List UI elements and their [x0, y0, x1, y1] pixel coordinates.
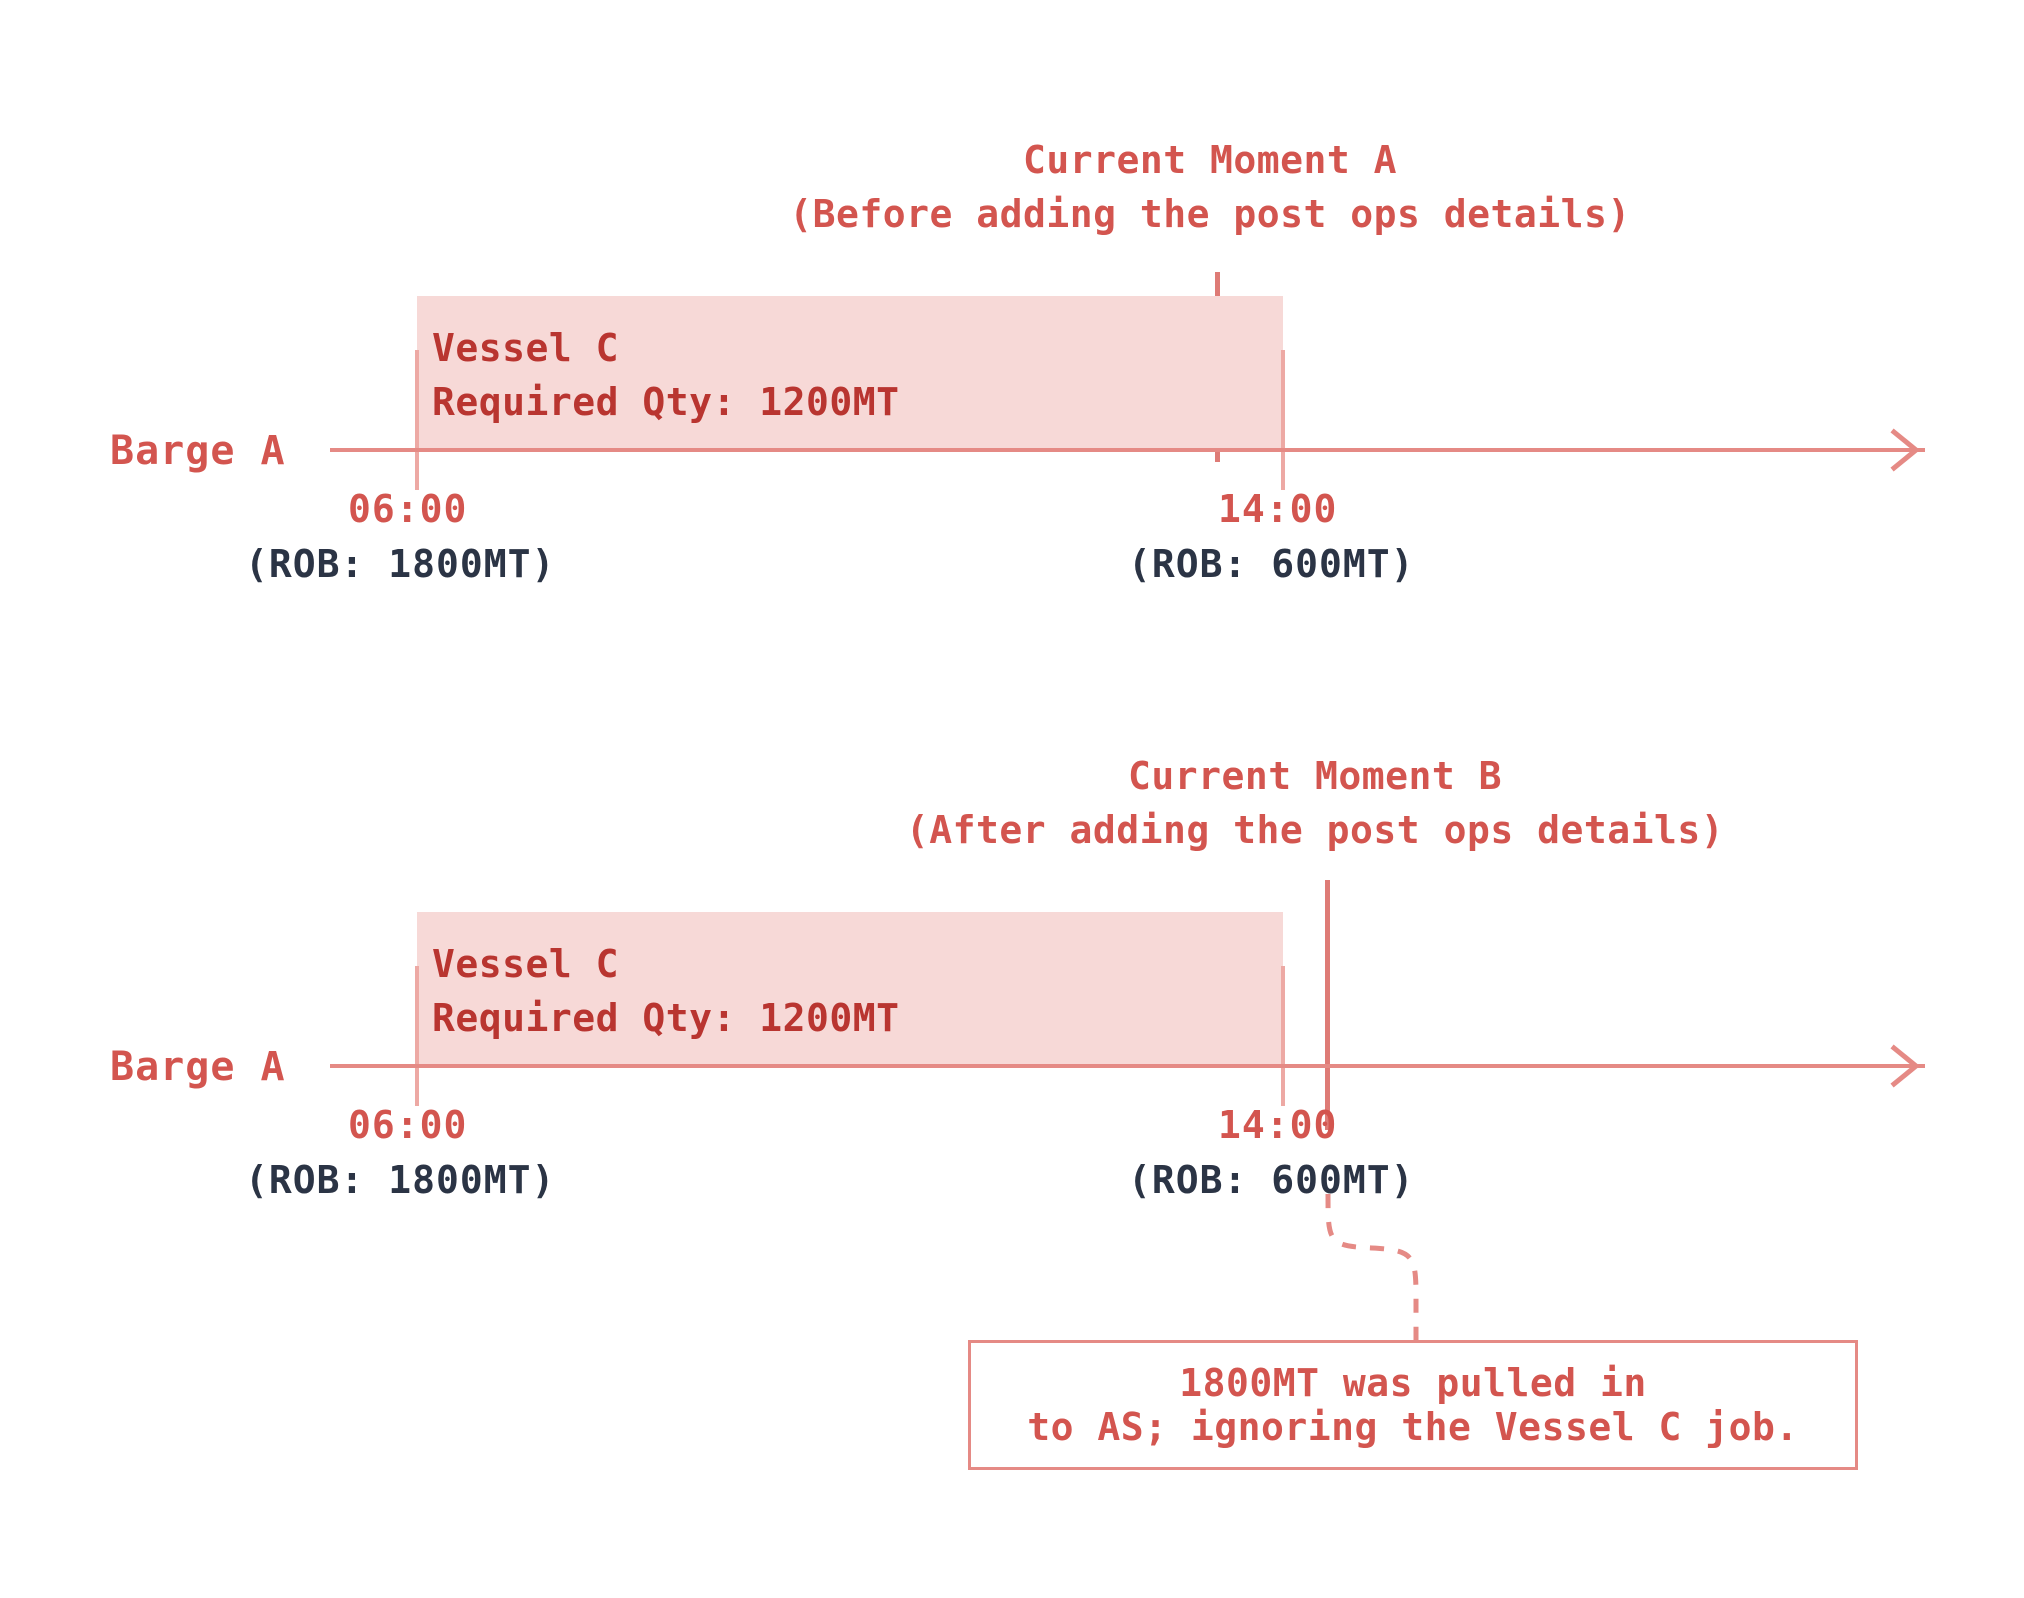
panel-b-time-end: 14:00	[1218, 1103, 1338, 1147]
panel-b-axis-arrow-icon	[1890, 1044, 1920, 1088]
panel-b-tick-start	[415, 966, 419, 1106]
panel-a-rob-end: (ROB: 600MT)	[1128, 542, 1415, 586]
panel-b-moment-subtitle: (After adding the post ops details)	[905, 808, 1725, 852]
panel-b-moment-title: Current Moment B	[1127, 754, 1503, 798]
panel-a-bar-required-qty: Required Qty: 1200MT	[432, 380, 900, 424]
panel-b-job-bar[interactable]	[417, 912, 1283, 1064]
panel-b-tick-end	[1281, 966, 1285, 1106]
panel-a-axis-label: Barge A	[110, 428, 286, 474]
panel-a-time-end: 14:00	[1218, 487, 1338, 531]
callout-box[interactable]: 1800MT was pulled in to AS; ignoring the…	[968, 1340, 1858, 1470]
panel-b-current-moment-line	[1325, 880, 1330, 1130]
panel-b-axis-label: Barge A	[110, 1044, 286, 1090]
panel-a-moment-subtitle: (Before adding the post ops details)	[789, 192, 1631, 236]
panel-a-bar-vessel: Vessel C	[432, 326, 620, 370]
panel-a-axis-arrow-icon	[1890, 428, 1920, 472]
panel-b-time-start: 06:00	[348, 1103, 468, 1147]
panel-a-time-start: 06:00	[348, 487, 468, 531]
panel-a-job-bar[interactable]	[417, 296, 1283, 448]
panel-a-axis-line	[330, 448, 1925, 452]
panel-b-rob-end: (ROB: 600MT)	[1128, 1158, 1415, 1202]
panel-b-axis-line	[330, 1064, 1925, 1068]
panel-a-rob-start: (ROB: 1800MT)	[245, 542, 556, 586]
panel-b-bar-required-qty: Required Qty: 1200MT	[432, 996, 900, 1040]
panel-b-bar-vessel: Vessel C	[432, 942, 620, 986]
panel-b-rob-start: (ROB: 1800MT)	[245, 1158, 556, 1202]
panel-a-tick-end	[1281, 350, 1285, 490]
callout-connector-line	[1325, 1193, 1419, 1358]
callout-line-1: 1800MT was pulled in	[1179, 1361, 1647, 1405]
panel-a-tick-start	[415, 350, 419, 490]
callout-line-2: to AS; ignoring the Vessel C job.	[1027, 1405, 1799, 1449]
panel-a-moment-title: Current Moment A	[1022, 138, 1398, 182]
